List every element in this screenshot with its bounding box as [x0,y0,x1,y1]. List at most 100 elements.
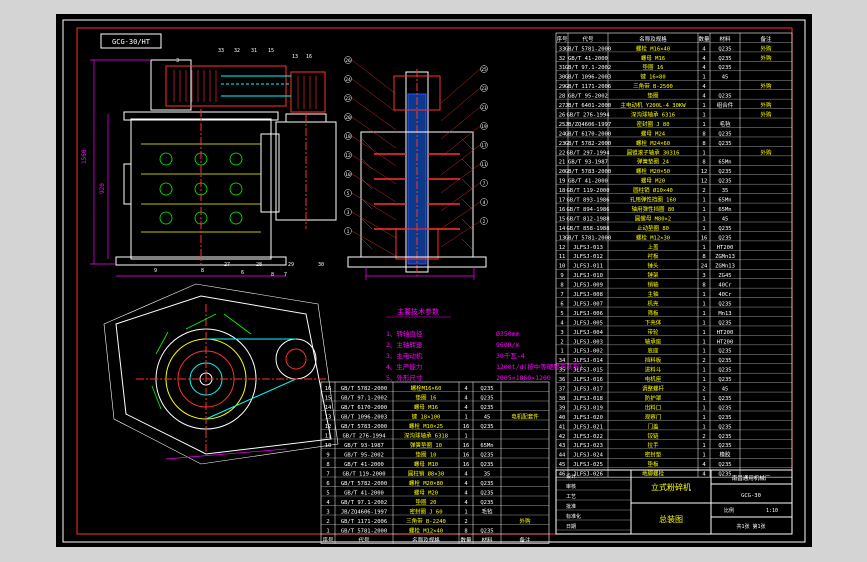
bom-cell: 4 [702,56,706,62]
spec-value: 1200t/d(按中等硬度石灰石) [496,362,583,371]
bom-cell: 24 [559,131,566,137]
bom-cell: 8 [702,160,705,166]
bom-cell: Q235 [480,500,493,506]
leader-line [440,68,481,104]
bom-cell: GB/T 858-1988 [566,226,609,232]
bom-cell: 5 [326,490,329,496]
bom-cell: 8 [326,462,329,468]
bom-cell: 20 [559,169,566,175]
bom-cell: Q235 [480,462,493,468]
bom-cell: GB/T 6170-2000 [341,405,387,411]
bom-cell: 14 [559,226,566,232]
leader-line [351,97,397,131]
callout-bubble [344,151,352,159]
bom-cell: 出料口 [645,403,662,411]
bom-cell: Q235 [718,94,731,100]
spec-value: 960R/m [496,341,520,349]
bom-cell: JLFSJ-004 [573,330,603,336]
callout-front: 15 [268,48,274,54]
code-box [100,33,162,49]
leader-line [440,220,481,248]
bom-cell: 1 [702,415,705,421]
bom-cell: JLFSJ-003 [573,339,603,345]
callout-bubble [480,65,488,73]
bom-cell: 衬板 [647,252,659,260]
bom-cell: GB/T 812-1988 [566,216,609,222]
bom-cell: 34 [559,358,566,364]
bom-cell: 2 [464,519,467,525]
bom-cell: 外购 [760,148,772,156]
bom-cell: 45 [722,387,729,393]
bom-cell: 电机配套件 [511,412,539,420]
bom-cell: 密封圈 J 80 [636,120,669,128]
bom-cell: JB/ZQ4606-1997 [341,509,387,515]
bom-cell: HT200 [717,339,734,345]
spec-label: 2、主轴转速 [386,340,423,349]
drawing-number: GCG-30 [741,493,761,499]
bom-cell: Q235 [718,320,731,326]
callout-front: 31 [251,48,257,54]
title-block-cell: 批准 [566,503,576,510]
bom-cell: 1 [702,103,705,109]
bom-cell: GB/T 1171-2006 [565,84,611,90]
callout-bubble [344,208,352,216]
bom-cell: JLFSJ-022 [573,434,603,440]
bom-cell: 1 [702,112,705,118]
bom-cell: 44 [559,453,566,459]
title-block-cell: 工艺 [566,494,576,500]
bom-cell: 45 [559,462,566,468]
bom-cell: 1 [464,414,467,420]
bom-cell: Q235 [480,481,493,487]
callout-bubble [344,132,352,140]
bom-cell: HT200 [717,330,734,336]
bom-cell: 螺栓M16×60 [411,384,442,392]
bom-cell: Q235 [718,235,731,241]
bom-cell: 1 [702,226,705,232]
bom-cell: 16 [559,207,566,213]
bom-cell: ZGMn13 [715,264,735,270]
callout-front: 8 [201,268,204,274]
bom-cell: 密封圈 J 60 [409,507,442,515]
bom-cell: GB/T 95-2002 [568,94,608,100]
callout-bubble [480,103,488,111]
bom-cell: 40Cr [718,292,732,298]
bom-cell: JB/ZQ4606-1997 [565,122,611,128]
bom-cell: Q235 [718,443,731,449]
bom-cell: HT200 [717,245,734,251]
bom-cell: GB/T 1171-2006 [341,519,387,525]
bom-cell: 65Mn [480,443,493,449]
leader-line [351,59,397,95]
bom-cell: 三角带 B-2240 [406,517,446,525]
bom-cell: 深沟球轴承 6318 [404,431,448,439]
title-block: 立式粉碎机 总装图 南昌通用机械厂 GCG-30 比例 1:10 共1张 第1张… [555,469,793,535]
bom-cell: 37 [559,387,566,393]
organization: 南昌通用机械厂 [732,474,771,482]
bom-cell: 外购 [760,101,772,109]
bom-cell: ZGMn13 [715,254,735,260]
leader-line [440,87,481,122]
bom-cell: Q235 [718,301,731,307]
code-box-text: GCG-30/HT [112,38,151,46]
bom-cell: 进料斗 [645,366,662,374]
bom-cell: 外购 [760,110,772,118]
bom-cell: Q235 [718,462,731,468]
callout-section: 12 [345,153,351,159]
bom-cell: 3 [326,509,329,515]
bom-cell: GB/T 119-2000 [342,471,385,477]
bom-cell: Q235 [718,56,731,62]
callout-bubble [480,198,488,206]
bom-header-cell: 序号 [556,35,568,43]
bom-cell: 垫板 [647,460,659,468]
bom-cell: 1 [702,292,705,298]
bom-cell: 45 [722,75,729,81]
bom-cell: 3 [702,273,705,279]
callout-plan: 7 [284,272,287,278]
bom-cell: JLFSJ-002 [573,349,603,355]
callout-section: 19 [481,124,487,130]
callout-front: 13 [292,54,298,60]
dim-height: 1560 [81,149,88,164]
bom-cell: 31 [559,65,566,71]
bom-cell: 1 [702,216,705,222]
